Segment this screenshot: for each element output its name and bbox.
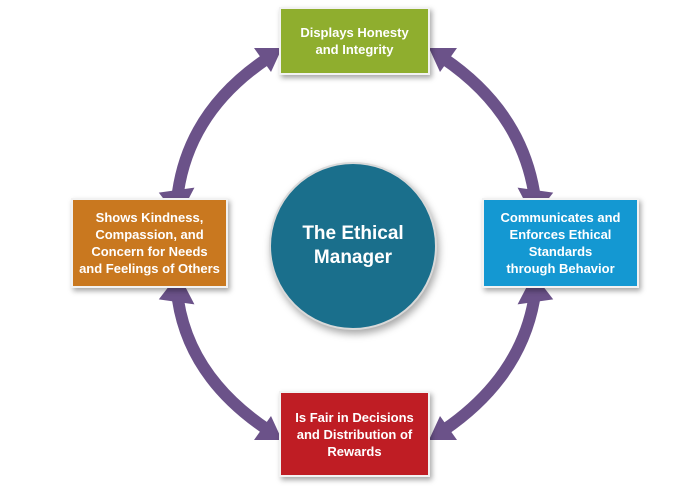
box-communicates-standards: Communicates and Enforces Ethical Standa… <box>482 198 639 288</box>
arrow-top-left <box>172 53 272 193</box>
arrowhead-top-left-end <box>254 48 282 72</box>
box-kindness-compassion: Shows Kindness, Compassion, and Concern … <box>71 198 228 288</box>
center-label: The Ethical Manager <box>302 223 404 268</box>
arrowhead-bottom-left-end <box>158 273 195 305</box>
arrowhead-bottom-left-start <box>254 416 282 440</box>
box-right-label: Communicates and Enforces Ethical Standa… <box>500 210 621 276</box>
box-honesty-integrity: Displays Honesty and Integrity <box>279 7 430 75</box>
box-bottom-label: Is Fair in Decisions and Distribution of… <box>295 409 414 459</box>
box-left-label: Shows Kindness, Compassion, and Concern … <box>79 210 220 276</box>
box-fair-decisions: Is Fair in Decisions and Distribution of… <box>279 391 430 477</box>
center-circle: The Ethical Manager <box>269 162 437 330</box>
box-top-label: Displays Honesty and Integrity <box>300 25 409 57</box>
arrow-top-right <box>439 53 540 194</box>
arrowhead-bottom-right-end <box>429 416 457 440</box>
arrow-bottom-left <box>172 299 272 435</box>
arrowhead-bottom-right-start <box>517 273 554 305</box>
arrow-bottom-right <box>440 298 540 435</box>
arrowhead-top-right-start <box>429 48 457 72</box>
